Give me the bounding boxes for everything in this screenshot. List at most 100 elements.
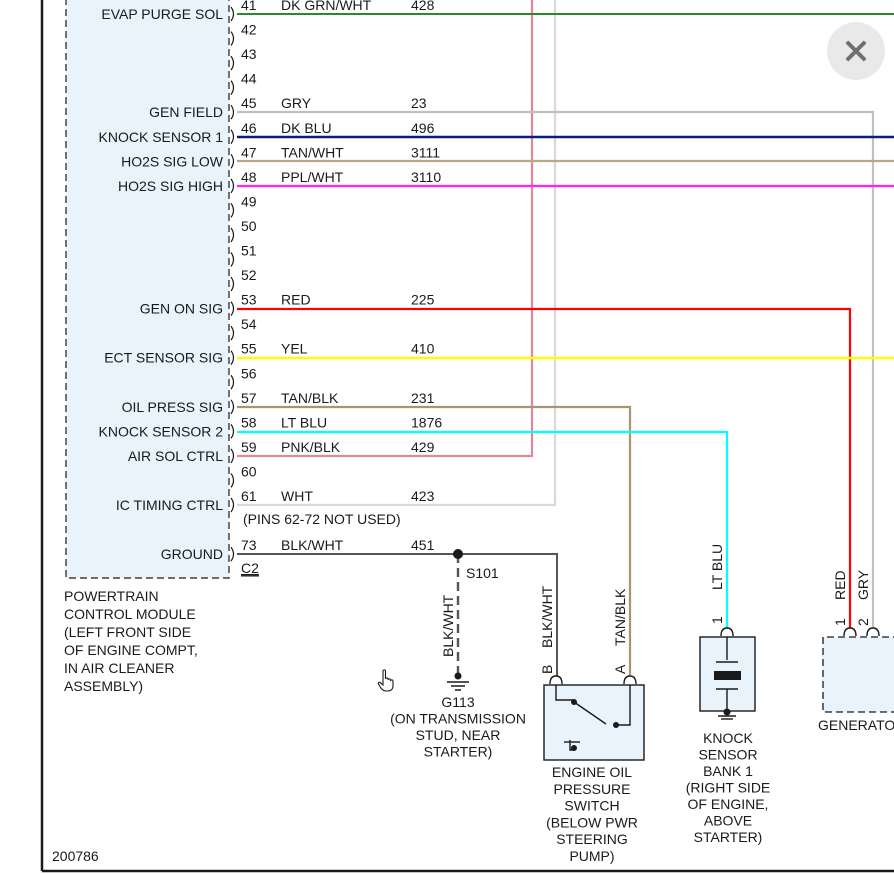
pin-connector-icon bbox=[230, 301, 235, 316]
pin-number: 47 bbox=[241, 144, 257, 160]
label-line: CONTROL MODULE bbox=[64, 606, 196, 622]
pin-number: 42 bbox=[241, 22, 257, 38]
wire-blk-wht bbox=[237, 553, 558, 676]
pin-connector-icon bbox=[230, 350, 235, 366]
pin-function-label: ECT SENSOR SIG bbox=[104, 350, 223, 366]
pin-connector-icon bbox=[230, 374, 235, 390]
pin-number: 44 bbox=[241, 71, 257, 87]
label-line: G113 bbox=[441, 694, 474, 710]
label-line: (BELOW PWR bbox=[546, 814, 638, 830]
figure-number: 200786 bbox=[52, 848, 99, 864]
label-line: STUD, NEAR bbox=[416, 727, 501, 743]
wire-color-label: GRY bbox=[281, 95, 312, 111]
splice-dot bbox=[453, 549, 463, 559]
wire-pnk-blk bbox=[237, 0, 534, 458]
label-line: (RIGHT SIDE bbox=[686, 780, 771, 796]
label-line: KNOCK bbox=[703, 730, 753, 746]
label-line: STARTER) bbox=[424, 744, 493, 760]
pcm-module-box bbox=[65, 0, 230, 579]
pin-connector-icon bbox=[230, 153, 235, 169]
circuit-number: 429 bbox=[411, 439, 435, 455]
wire-color-label: LT BLU bbox=[281, 414, 327, 430]
label-line: SWITCH bbox=[564, 798, 619, 814]
pin-connector-icon bbox=[230, 276, 235, 292]
pin-number: 56 bbox=[241, 365, 257, 381]
label-line: POWERTRAIN bbox=[64, 588, 159, 604]
pin-function-label: IC TIMING CTRL bbox=[116, 497, 223, 513]
label-line: ENGINE OIL bbox=[552, 764, 632, 780]
wire-tan-blk bbox=[237, 405, 632, 676]
pin-connector-icon bbox=[230, 129, 235, 145]
label-line: (ON TRANSMISSION bbox=[390, 711, 526, 727]
wire-color-label: TAN/WHT bbox=[281, 144, 344, 160]
circuit-number: 451 bbox=[411, 537, 435, 553]
pin-connector-icon bbox=[230, 227, 235, 243]
wire-color-label: PNK/BLK bbox=[281, 439, 341, 455]
pin-number: 43 bbox=[241, 46, 257, 62]
pin-connector-icon bbox=[230, 203, 235, 218]
label-line: PRESSURE bbox=[553, 781, 630, 797]
pin-number: 50 bbox=[241, 218, 257, 234]
oil-switch-pin-a: A bbox=[612, 664, 628, 674]
pin-number: 60 bbox=[241, 463, 257, 479]
circuit-number: 23 bbox=[411, 95, 427, 111]
circuit-number: 231 bbox=[411, 390, 435, 406]
wire-color-label: TAN/BLK bbox=[281, 390, 339, 406]
pin-function-label: GROUND bbox=[161, 546, 223, 562]
wire-color-label: WHT bbox=[281, 488, 313, 504]
circuit-number: 1876 bbox=[411, 414, 442, 430]
label-line: IN AIR CLEANER bbox=[64, 660, 174, 676]
generator-pin1: 1 bbox=[832, 618, 848, 626]
pin-number: 41 bbox=[241, 0, 257, 13]
circuit-number: 3110 bbox=[411, 169, 441, 185]
pin-number: 48 bbox=[241, 169, 257, 185]
generator-pin2: 2 bbox=[855, 618, 871, 626]
label-line: ASSEMBLY) bbox=[64, 678, 143, 694]
circuit-number: 225 bbox=[411, 292, 435, 308]
oil-switch-pin-b: B bbox=[539, 665, 555, 674]
circuit-number: 496 bbox=[411, 120, 435, 136]
circuit-number: 3111 bbox=[411, 144, 440, 160]
pin-number: 55 bbox=[241, 341, 257, 357]
wire-group bbox=[237, 0, 894, 676]
wire-color-label: PPL/WHT bbox=[281, 169, 344, 185]
label-line: STARTER) bbox=[694, 829, 763, 845]
pin-connector-icon bbox=[230, 325, 235, 341]
pin-connector-icon bbox=[230, 497, 235, 513]
oil-switch-wire-b-label: BLK/WHT bbox=[539, 585, 555, 648]
close-button[interactable] bbox=[827, 22, 885, 80]
pin-function-label: HO2S SIG LOW bbox=[121, 153, 224, 169]
pin-number: 58 bbox=[241, 414, 257, 430]
pin-connector-icon bbox=[230, 424, 235, 439]
oil-pressure-switch: BLK/WHT TAN/BLK B A bbox=[539, 585, 645, 761]
hand-cursor-icon bbox=[377, 669, 394, 692]
label-line: PUMP) bbox=[569, 848, 614, 864]
generator-wire1-label: RED bbox=[832, 570, 848, 600]
wire-wht bbox=[237, 0, 557, 507]
pin-function-label: KNOCK SENSOR 2 bbox=[99, 423, 224, 439]
wire-gry bbox=[237, 110, 875, 628]
knock-sensor-bank-1: LT BLU 1 bbox=[699, 544, 756, 720]
pin-function-label: OIL PRESS SIG bbox=[122, 399, 223, 415]
ground-wire-color-label: BLK/WHT bbox=[440, 594, 456, 657]
pin-connector-icon bbox=[230, 546, 235, 562]
ground-symbol bbox=[447, 672, 469, 691]
pins-not-used-note: (PINS 62-72 NOT USED) bbox=[243, 511, 401, 527]
label-line: BANK 1 bbox=[703, 763, 753, 779]
circuit-number: 423 bbox=[411, 488, 435, 504]
pin-connector-icon bbox=[230, 448, 235, 464]
pin-function-label: KNOCK SENSOR 1 bbox=[99, 129, 224, 145]
pin-connector-icon bbox=[230, 104, 235, 120]
pin-function-label: EVAP PURGE SOL bbox=[101, 6, 223, 22]
pin-number: 61 bbox=[241, 488, 257, 504]
label-line: ABOVE bbox=[704, 813, 752, 829]
pin-number: 57 bbox=[241, 390, 257, 406]
splice-label: S101 bbox=[466, 565, 499, 581]
circuit-number: 428 bbox=[411, 0, 435, 13]
pin-connector-icon bbox=[230, 55, 235, 71]
knock-sensor-wire-label: LT BLU bbox=[709, 544, 725, 590]
